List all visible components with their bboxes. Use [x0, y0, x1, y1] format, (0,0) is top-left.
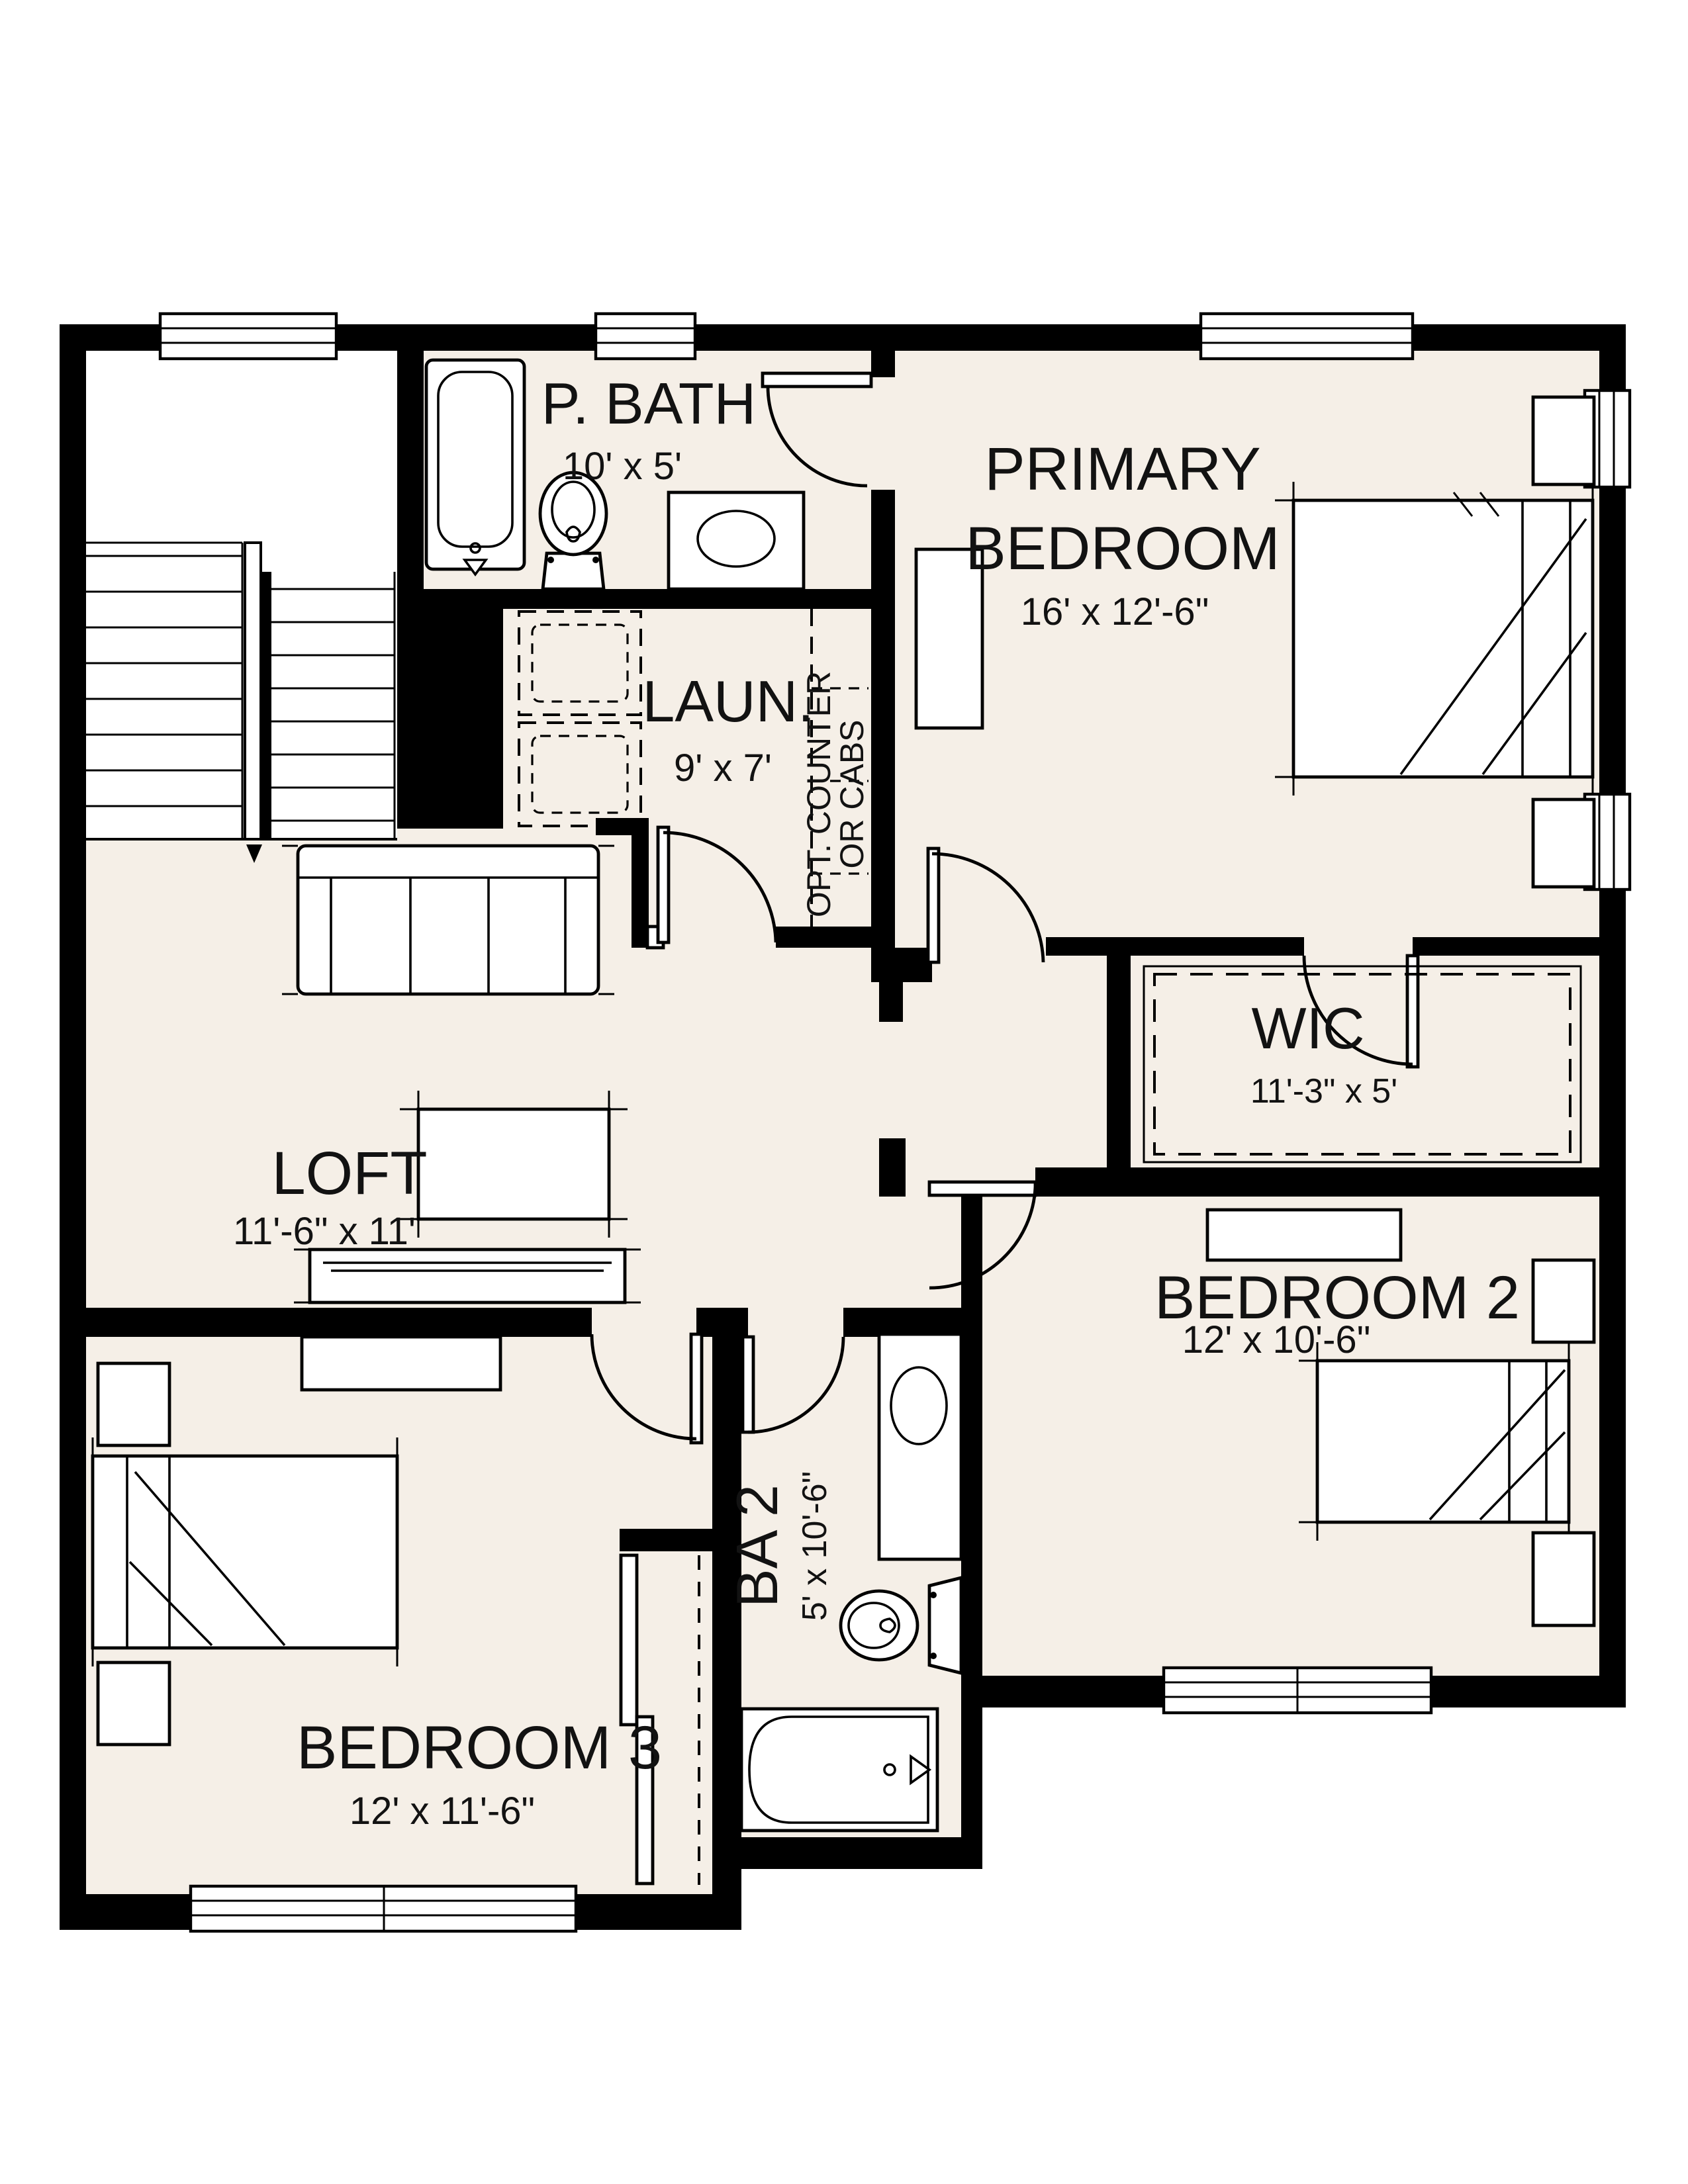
labels: P. BATH 10' x 5' PRIMARY BEDROOM 16' x 1…	[233, 371, 1520, 1833]
label-wic: WIC	[1251, 995, 1364, 1061]
window-pbath	[594, 312, 697, 361]
ba2-fixtures	[739, 1332, 963, 1833]
doors	[590, 371, 1420, 1445]
stair-rail	[244, 541, 262, 841]
nightstand-bedroom3-1	[96, 1361, 171, 1447]
label-laundry: LAUN.	[642, 668, 814, 734]
label-primary-line2: BEDROOM	[965, 515, 1280, 582]
pbath-fixtures	[424, 358, 806, 591]
dresser-bedroom2	[1205, 1208, 1403, 1262]
stair-stringer	[261, 572, 271, 839]
bed-primary	[1275, 482, 1595, 796]
door-ba2	[741, 1335, 845, 1434]
wall-step-connector	[712, 1869, 741, 1930]
label-loft: LOFT	[271, 1140, 427, 1207]
bypass-door-2	[635, 1715, 655, 1886]
window-bedroom2	[1162, 1666, 1433, 1715]
sink-vanity-ba2	[877, 1332, 963, 1561]
window-bedroom3	[189, 1884, 578, 1933]
stair-direction-arrow-icon	[246, 844, 262, 863]
nightstand-bedroom3-2	[96, 1661, 171, 1747]
window-primary-top	[1199, 312, 1415, 361]
bathtub-pbath	[424, 358, 526, 577]
dims-laundry: 9' x 7'	[674, 747, 772, 790]
note-opt-counter-line2: OR CABS	[833, 719, 870, 868]
bypass-door-1	[619, 1553, 639, 1727]
door-pbath	[761, 371, 873, 488]
dresser-primary	[914, 547, 984, 730]
closet-bedroom3	[619, 1553, 700, 1886]
bathtub-ba2	[739, 1707, 939, 1833]
label-primary-line1: PRIMARY	[984, 435, 1261, 503]
nightstand-primary-2	[1531, 797, 1596, 889]
stairs	[86, 351, 397, 863]
door-primary	[926, 846, 1045, 964]
dresser-bedroom3	[300, 1335, 502, 1392]
nightstand-primary-1	[1531, 395, 1596, 486]
label-bedroom3: BEDROOM 3	[297, 1714, 662, 1782]
washer-dryer-dashed	[518, 610, 642, 827]
dims-wic: 11'-3" x 5'	[1250, 1072, 1397, 1111]
bed-bedroom3	[91, 1437, 399, 1666]
dims-loft: 11'-6" x 11'	[233, 1210, 416, 1253]
bed-bedroom2	[1299, 1342, 1571, 1541]
toilet-ba2	[839, 1575, 963, 1676]
label-bedroom2: BEDROOM 2	[1154, 1264, 1520, 1332]
door-bedroom3	[590, 1332, 704, 1445]
sofa	[282, 844, 614, 996]
label-pbath: P. BATH	[541, 371, 756, 436]
laundry-fixtures	[518, 609, 868, 942]
dims-primary: 16' x 12'-6"	[1021, 590, 1209, 633]
primary-furniture	[914, 395, 1596, 889]
wic-shelves	[1143, 965, 1582, 1163]
door-bedroom2	[927, 1180, 1037, 1290]
wall-exterior-right	[1599, 324, 1626, 1707]
nightstand-bedroom2-2	[1531, 1531, 1596, 1627]
dims-pbath: 10' x 5'	[563, 445, 682, 488]
label-ba2: BA 2	[724, 1484, 790, 1608]
wall-exterior-left	[60, 324, 86, 1930]
door-laundry	[645, 825, 778, 950]
loft-furniture	[282, 844, 641, 1304]
wall-chase-block	[397, 598, 503, 829]
nightstand-bedroom2-1	[1531, 1258, 1596, 1344]
dims-ba2: 5' x 10'-6"	[796, 1471, 834, 1621]
note-opt-counter-line1: OPT. COUNTER	[800, 671, 837, 917]
loft-table	[400, 1091, 628, 1238]
sink-vanity-pbath	[667, 490, 806, 591]
opt-counter-dashed	[810, 609, 868, 942]
door-wic	[1302, 954, 1420, 1069]
walls	[60, 324, 1626, 1930]
dims-bedroom2: 12' x 10'-6"	[1182, 1318, 1371, 1361]
window-stairwell	[158, 312, 338, 361]
dims-bedroom3: 12' x 11'-6"	[350, 1790, 535, 1833]
bedroom2-furniture	[1205, 1208, 1596, 1627]
bedroom3-furniture	[91, 1335, 700, 1886]
toilet-pbath	[538, 471, 608, 591]
wall-ba2-bottom	[712, 1837, 982, 1869]
console-table	[294, 1248, 641, 1304]
